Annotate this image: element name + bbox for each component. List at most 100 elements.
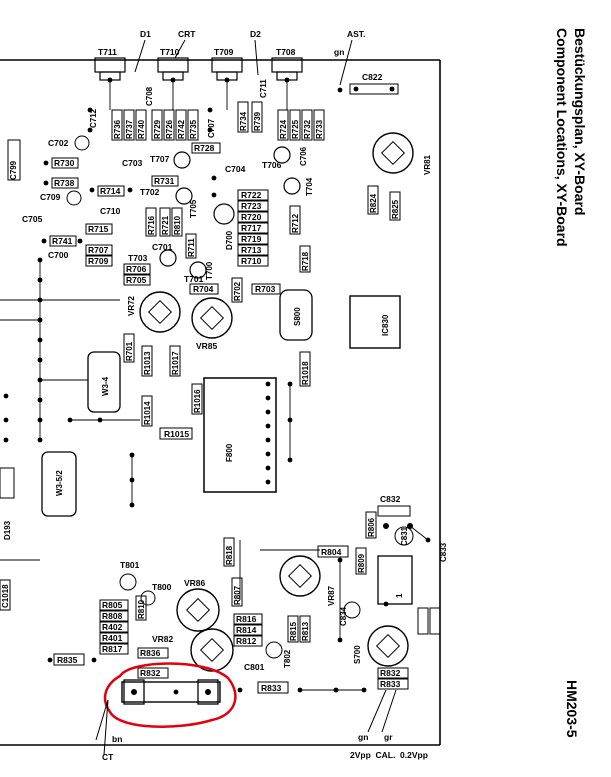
label-t708: T708 <box>276 47 296 57</box>
label-r809: R402 <box>102 622 123 632</box>
label-c703: C703 <box>122 158 143 168</box>
label-calibration: 2Vpp CAL. 0.2Vpp <box>350 750 428 760</box>
label-c709: C709 <box>40 192 61 202</box>
label-c1018: C799 <box>9 160 18 180</box>
left-resistors <box>49 142 221 286</box>
t800-body <box>140 590 156 606</box>
c832-body <box>377 505 411 517</box>
d193-body <box>0 467 15 499</box>
label-r740: R740 <box>137 119 146 139</box>
r830-body <box>355 547 367 575</box>
label-c833: C833 <box>439 542 448 562</box>
label-r824: R824 <box>369 193 378 213</box>
vr81-body <box>372 132 414 174</box>
label-s800: W3-5/2 <box>55 470 64 496</box>
label-r818: R818 <box>225 545 234 565</box>
vr86-body <box>279 555 321 597</box>
label-w3-5-2: F800 <box>225 443 234 462</box>
vr85-body <box>176 588 220 632</box>
label-c834: C834 <box>339 606 348 626</box>
label-r738: R738 <box>54 178 75 188</box>
label-t700: T700 <box>205 261 214 280</box>
label-r713: R713 <box>241 245 262 255</box>
c709-body <box>66 190 82 206</box>
label-w3-4: IC830 <box>381 314 390 336</box>
vr87-slot <box>199 637 225 663</box>
label-r805: R817 <box>102 644 123 654</box>
label-r401: R836 <box>140 648 161 658</box>
label-r807: R807 <box>233 585 242 605</box>
title-line-2: Component Locations, XY-Board <box>554 28 570 247</box>
c799-body <box>0 579 11 611</box>
vr85-slot <box>185 597 211 623</box>
resistor-bank-bottom-mid <box>233 613 311 647</box>
top-leader-lines <box>134 39 353 86</box>
label-ct: CT <box>102 752 114 762</box>
label-vr71: VR72 <box>127 295 136 316</box>
c831-body <box>394 526 414 546</box>
label-vr87: VR82 <box>152 634 174 644</box>
vr71-body <box>139 291 181 333</box>
t802-body <box>265 641 283 659</box>
label-c832: C832 <box>380 494 401 504</box>
label-t801: T801 <box>120 560 140 570</box>
vr82-slot <box>375 633 401 659</box>
label-r704: R704 <box>193 284 214 294</box>
label-r402: R835 <box>57 655 78 665</box>
label-gn-top: gn <box>334 47 344 57</box>
resistor-bank-top <box>111 101 325 141</box>
label-s700: S800 <box>293 307 302 326</box>
label-c801: C801 <box>244 662 265 672</box>
label-r716: R716 <box>147 215 156 235</box>
label-r737: R737 <box>125 119 134 139</box>
top-transistors <box>94 57 303 81</box>
r834-body <box>317 545 349 558</box>
label-t702: T702 <box>140 187 160 197</box>
label-c701: C701 <box>152 242 173 252</box>
label-gn-bottom: gn <box>358 732 368 742</box>
label-r730: R730 <box>54 158 75 168</box>
r831-body <box>365 511 377 539</box>
vr87-body <box>190 628 234 672</box>
c702-body <box>74 135 90 151</box>
label-ast: AST. <box>347 29 365 39</box>
label-c799: C1018 <box>1 584 10 608</box>
r818-body <box>223 537 235 567</box>
label-r831: R806 <box>367 517 376 537</box>
label-bn: bn <box>112 734 122 744</box>
label-r806: R401 <box>102 633 123 643</box>
label-r719: R719 <box>241 234 262 244</box>
r810-body <box>257 681 289 694</box>
resistor-bank-top-labels: R736 R737 R740 R729 R726 R742 R735 R734 … <box>113 111 324 139</box>
label-r722: R722 <box>241 190 262 200</box>
f800-clip-left <box>123 679 145 705</box>
label-r816: R816 <box>236 614 257 624</box>
r833-body <box>429 607 441 635</box>
label-t703: T703 <box>128 253 148 263</box>
model-label-wrap: HM203-5 <box>560 680 590 770</box>
c822-body <box>349 83 399 95</box>
label-r739: R739 <box>253 111 262 131</box>
label-r709: R709 <box>88 256 109 266</box>
label-t701: T701 <box>184 274 204 284</box>
label-r723: R723 <box>241 201 262 211</box>
s800-body <box>41 451 77 517</box>
r402-body <box>53 653 85 666</box>
w3-4-body <box>349 295 401 349</box>
label-r803: R805 <box>102 600 123 610</box>
label-c706: C706 <box>299 146 308 166</box>
label-s801: W3-4 <box>101 376 110 396</box>
vr81-slot <box>380 140 406 166</box>
label-r812: R812 <box>236 636 257 646</box>
label-r1013: R1013 <box>143 351 152 375</box>
f800-clip-right <box>197 679 219 705</box>
label-crt: CRT <box>178 29 196 39</box>
label-r813: R813 <box>301 621 310 641</box>
label-r720: R720 <box>241 212 262 222</box>
f800-highlight-circle <box>103 662 237 728</box>
label-t802: T802 <box>283 649 292 668</box>
label-r1014: R1014 <box>143 401 152 425</box>
label-ic830: 1 <box>395 593 404 598</box>
vr82-body <box>367 625 409 667</box>
